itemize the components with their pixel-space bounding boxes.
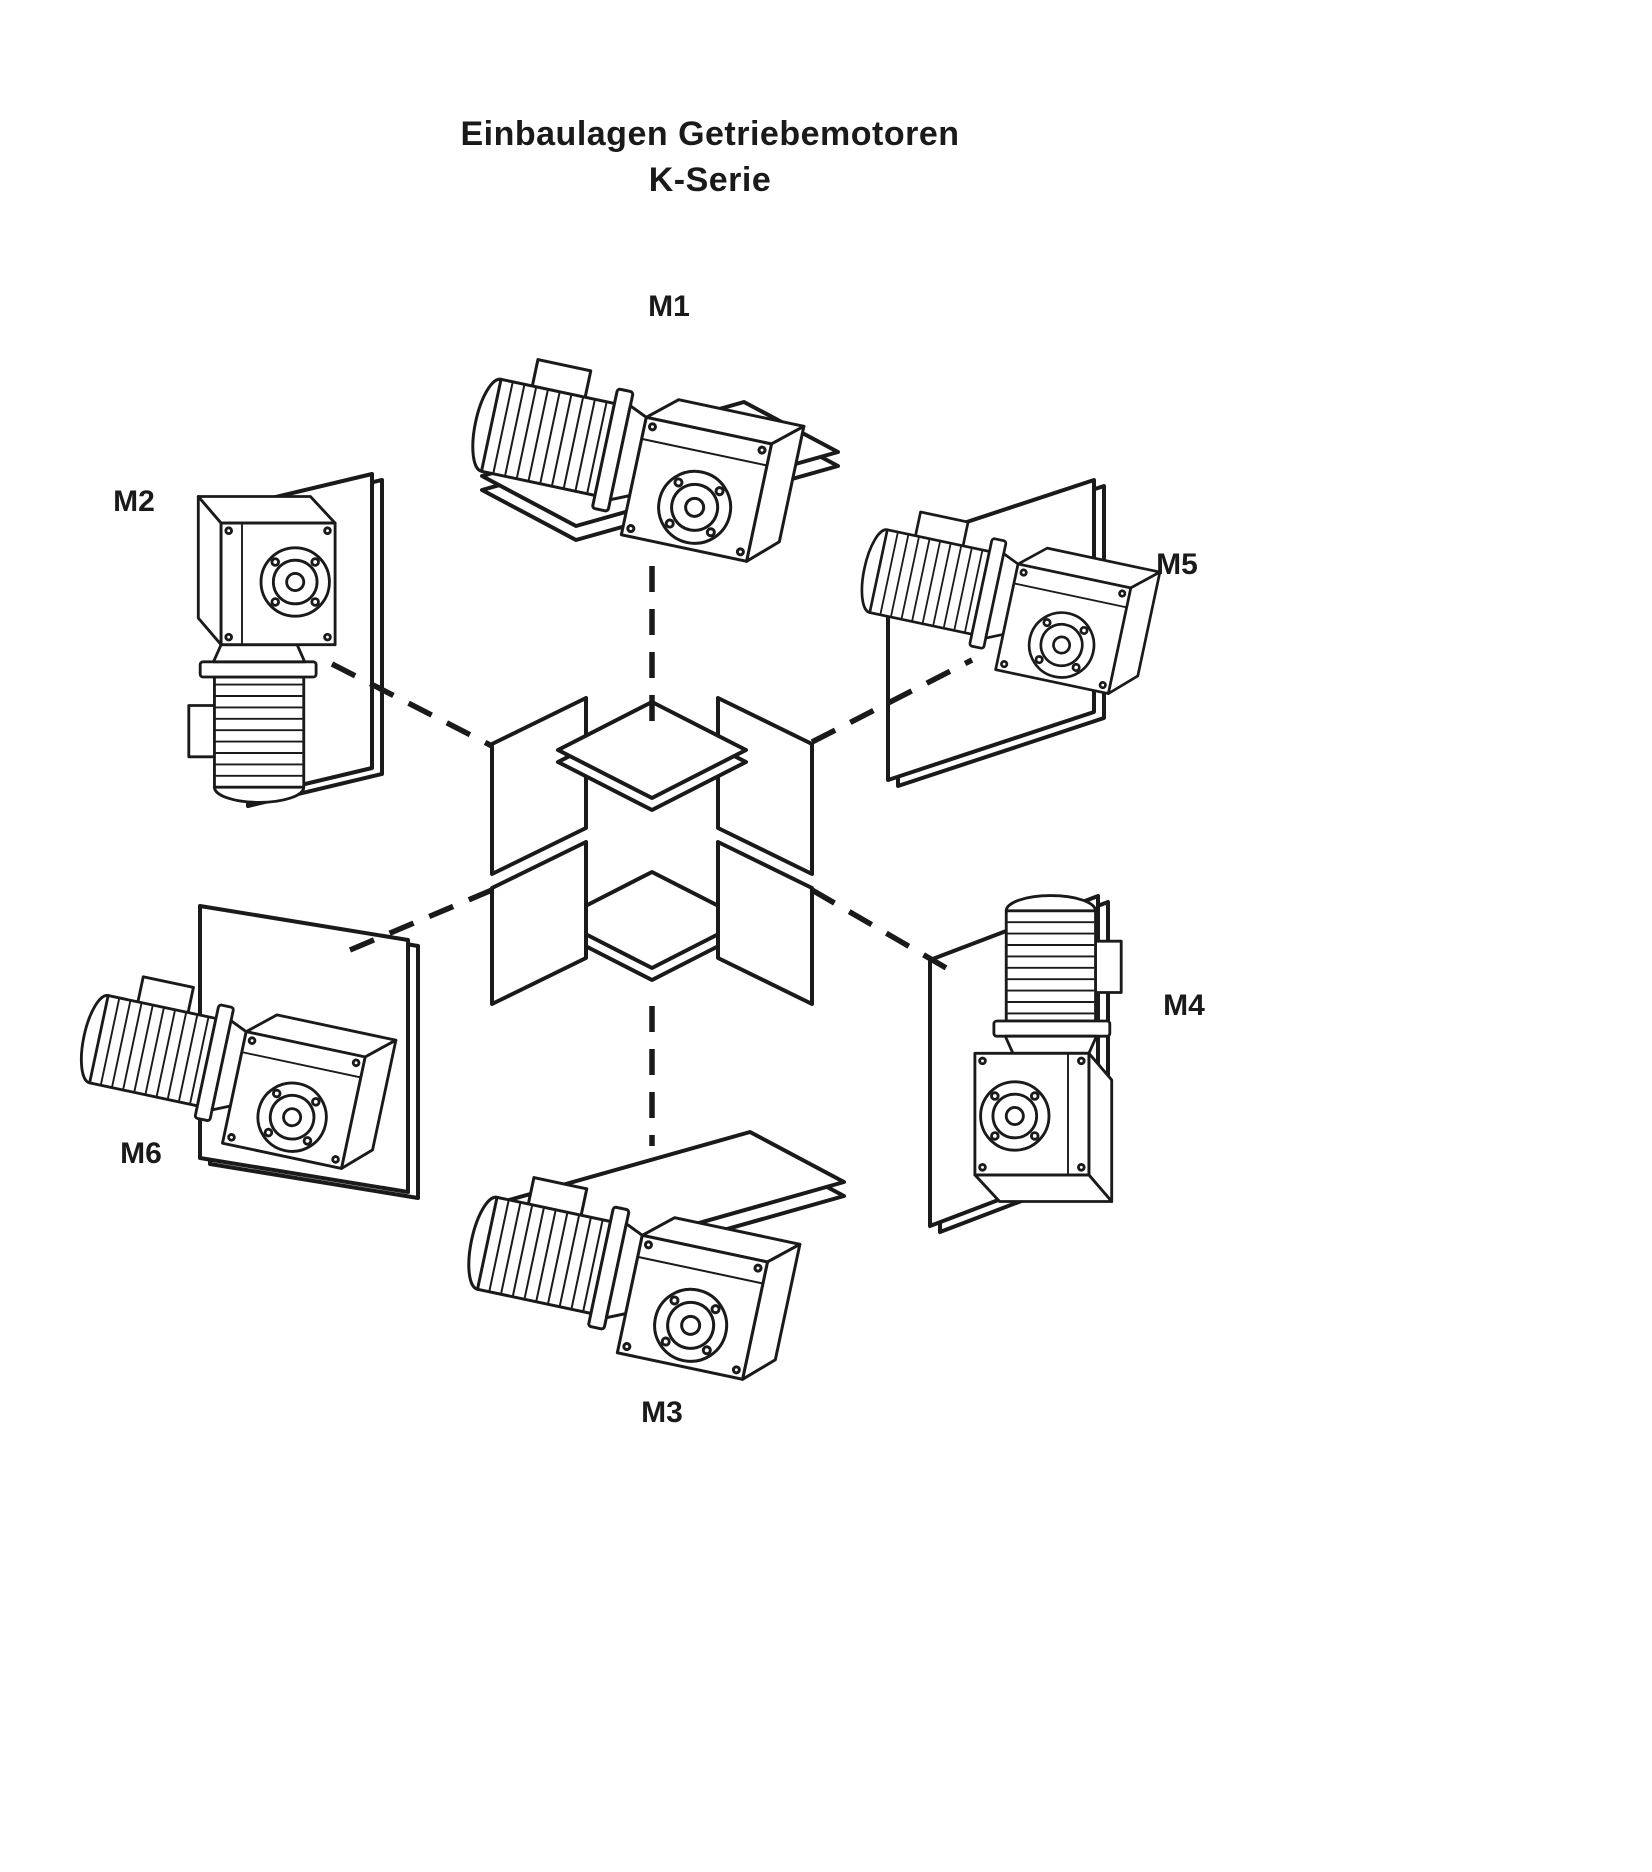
title-line-1: Einbaulagen Getriebemotoren <box>460 115 960 153</box>
cube-bottom-plate <box>556 870 748 970</box>
position-label-m2: M2 <box>113 485 155 518</box>
gearmotor-m1 <box>457 348 808 569</box>
diagram-title: Einbaulagen Getriebemotoren K-Serie <box>80 112 1340 204</box>
position-label-m3: M3 <box>641 1396 683 1429</box>
dashed-connector-m4 <box>810 887 962 979</box>
position-label-m1: M1 <box>648 290 690 323</box>
cube-top-plate <box>556 700 748 800</box>
position-label-m5: M5 <box>1156 548 1198 581</box>
title-line-2: K-Serie <box>648 160 772 199</box>
dashed-connector-m6 <box>348 887 494 953</box>
cube-wall-upper-left <box>490 696 588 876</box>
position-label-m6: M6 <box>120 1137 162 1170</box>
mounting-cube <box>490 696 814 1006</box>
cube-wall-lower-right <box>716 840 814 1006</box>
cube-wall-upper-right <box>716 696 814 876</box>
dashed-connector-m5 <box>810 657 974 745</box>
cube-wall-lower-left <box>490 840 588 1006</box>
position-label-m4: M4 <box>1163 989 1205 1022</box>
dashed-connector-m2 <box>330 661 494 749</box>
